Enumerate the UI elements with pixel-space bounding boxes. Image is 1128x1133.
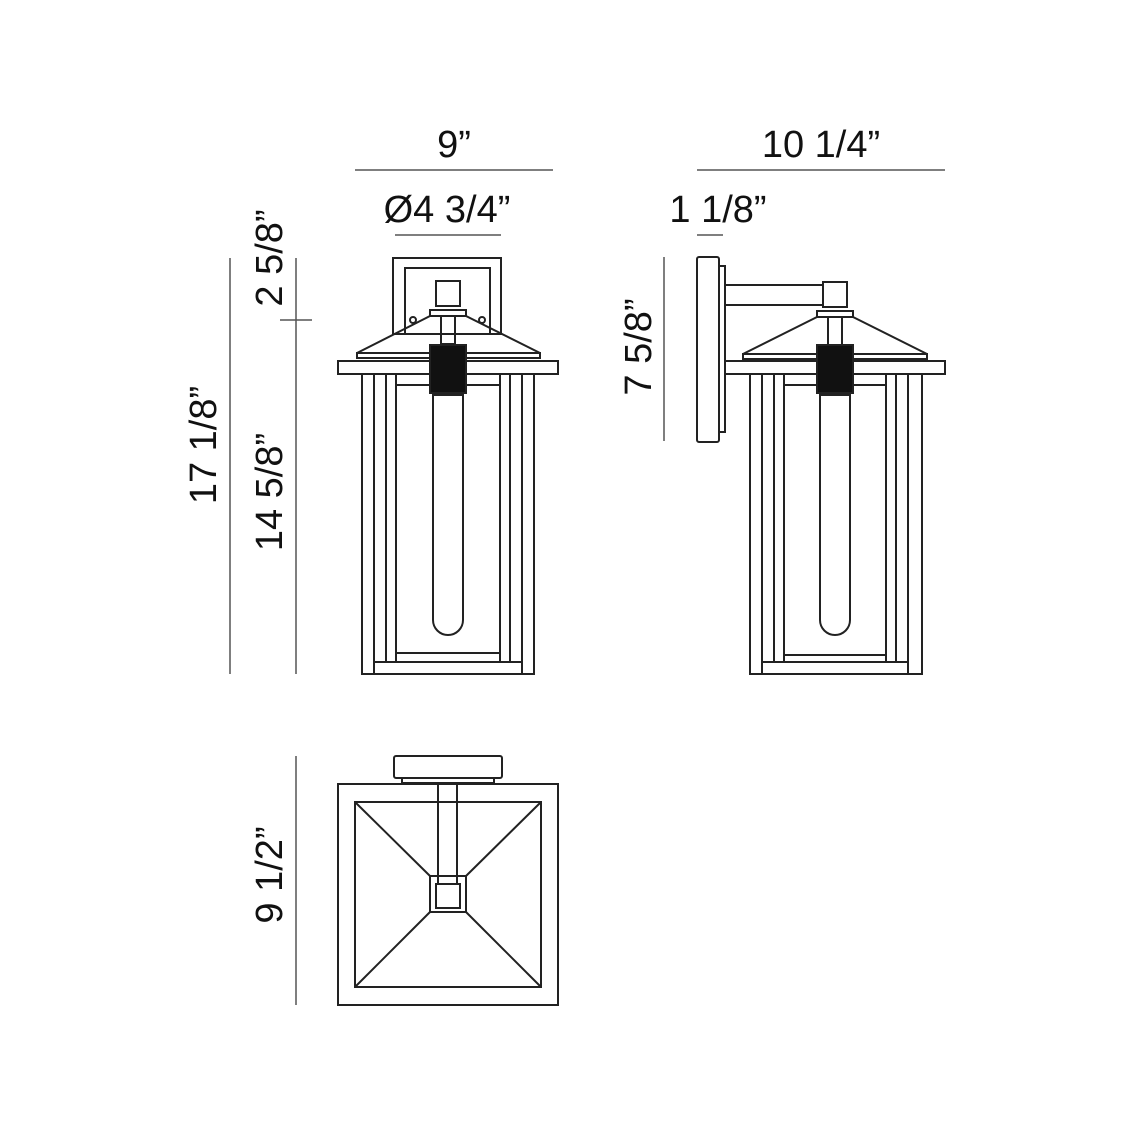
front-width-label: 9”: [437, 124, 471, 166]
dimension-lines: [229, 169, 945, 1005]
top-offset-label: 2 5/8”: [249, 209, 291, 306]
side-extension-label: 10 1/4”: [762, 124, 880, 166]
top-wallplate: [393, 755, 503, 779]
backplate-depth-label: 1 1/8”: [669, 189, 766, 231]
top-view: [337, 755, 559, 1006]
side-socket: [816, 344, 854, 394]
front-view: [337, 257, 559, 675]
backplate-height-label: 7 5/8”: [618, 298, 660, 395]
backplate-diameter-label: Ø4 3/4”: [384, 189, 511, 231]
front-bulb: [432, 394, 464, 636]
side-view: [696, 256, 946, 675]
body-height-label: 14 5/8”: [249, 433, 291, 551]
front-socket: [429, 344, 467, 394]
side-bulb: [819, 394, 851, 636]
side-wallplate: [696, 256, 720, 443]
overall-height-label: 17 1/8”: [183, 386, 225, 504]
top-depth-label: 9 1/2”: [249, 826, 291, 923]
